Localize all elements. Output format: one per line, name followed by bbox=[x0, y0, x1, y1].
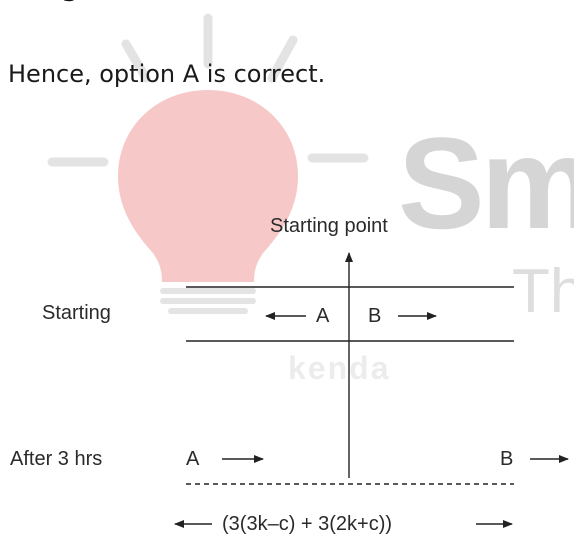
point-a-after-label: A bbox=[186, 448, 200, 470]
watermark-brand-large: Sm bbox=[398, 110, 574, 256]
ray-upper-left bbox=[121, 39, 151, 83]
point-b-start-label: B bbox=[368, 305, 382, 327]
bulb-base bbox=[160, 288, 256, 314]
point-b-after-label: B bbox=[500, 448, 514, 470]
watermark-brand-sub: kenda bbox=[288, 350, 391, 386]
watermark-brand-small: Th bbox=[512, 257, 574, 326]
lightbulb-icon bbox=[118, 90, 298, 282]
equation-fragment: 3 bbox=[62, 0, 79, 8]
bulb-rays bbox=[47, 13, 369, 167]
starting-row-label: Starting bbox=[42, 302, 111, 324]
after-3-hrs-label: After 3 hrs bbox=[10, 448, 103, 470]
point-a-start-label: A bbox=[316, 305, 330, 327]
conclusion-text: Hence, option A is correct. bbox=[8, 60, 326, 88]
ray-upper-right bbox=[267, 35, 298, 83]
distance-label: (3(3k–c) + 3(2k+c)) bbox=[222, 513, 393, 535]
starting-point-label: Starting point bbox=[270, 215, 388, 237]
